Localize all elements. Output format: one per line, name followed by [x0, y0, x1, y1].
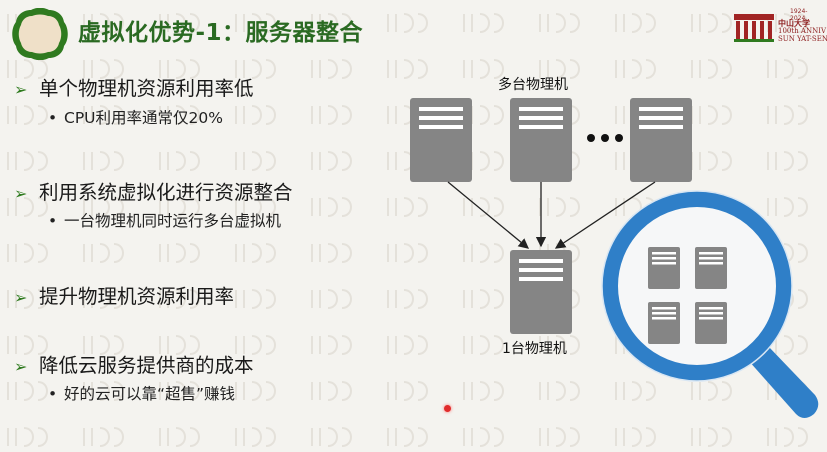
server-icon: [695, 247, 727, 289]
bullet-text: 降低云服务提供商的成本: [39, 354, 254, 377]
sub-bullet-text: CPU利用率通常仅20%: [64, 109, 223, 127]
sub-bullet-text: 一台物理机同时运行多台虚拟机: [64, 212, 282, 230]
sub-bullet-item: • 好的云可以靠“超售”赚钱: [48, 382, 235, 404]
server-icon: [510, 250, 572, 334]
bullet-item: ➢ 单个物理机资源利用率低: [14, 72, 254, 101]
bullet-arrow-icon: ➢: [14, 80, 28, 99]
logo-eng: SUN YAT-SEN UNI: [778, 35, 827, 43]
slide-title: 虚拟化优势-1：服务器整合: [78, 20, 364, 46]
logo-text: 中山大学 100th ANNIV SUN YAT-SEN UNI: [778, 19, 827, 43]
arrow-right: [554, 181, 656, 249]
bullet-arrow-icon: ➢: [14, 288, 28, 307]
bottom-caption: 1台物理机: [502, 341, 567, 357]
logo-years: 1924-2024: [790, 8, 808, 22]
university-logo: 1924-2024 中山大学 100th ANNIV SUN YAT-SEN U…: [732, 8, 827, 52]
server-icon: [695, 302, 727, 344]
logo-anniv: 100th ANNIV: [778, 27, 827, 35]
bullet-item: ➢ 降低云服务提供商的成本: [14, 349, 254, 378]
sub-bullet-text: 好的云可以靠“超售”赚钱: [64, 385, 236, 403]
bullet-text: 利用系统虚拟化进行资源整合: [39, 181, 293, 204]
magnifier-icon: [601, 190, 819, 418]
bullet-text: 提升物理机资源利用率: [39, 285, 235, 308]
university-logo-icon: [734, 14, 774, 42]
bullet-arrow-icon: ➢: [14, 184, 28, 203]
sub-bullet-dot: •: [48, 212, 58, 230]
sub-bullet-item: • 一台物理机同时运行多台虚拟机: [48, 209, 281, 231]
sub-bullet-dot: •: [48, 385, 58, 403]
top-caption: 多台物理机: [498, 77, 568, 93]
emblem-icon: [12, 8, 68, 60]
server-icon: [410, 98, 472, 182]
bullet-text: 单个物理机资源利用率低: [39, 77, 254, 100]
logo-name: 中山大学: [778, 18, 810, 28]
bullet-item: ➢ 提升物理机资源利用率: [14, 280, 234, 309]
ellipsis-dots: [587, 134, 623, 142]
server-icon: [510, 98, 572, 182]
server-icon: [648, 302, 680, 344]
sub-bullet-item: • CPU利用率通常仅20%: [48, 106, 223, 128]
sub-bullet-dot: •: [48, 109, 58, 127]
bullet-arrow-icon: ➢: [14, 357, 28, 376]
laser-pointer: [444, 405, 451, 412]
server-icon: [648, 247, 680, 289]
bullet-item: ➢ 利用系统虚拟化进行资源整合: [14, 176, 293, 205]
server-icon: [630, 98, 692, 182]
arrow-left: [447, 181, 530, 249]
